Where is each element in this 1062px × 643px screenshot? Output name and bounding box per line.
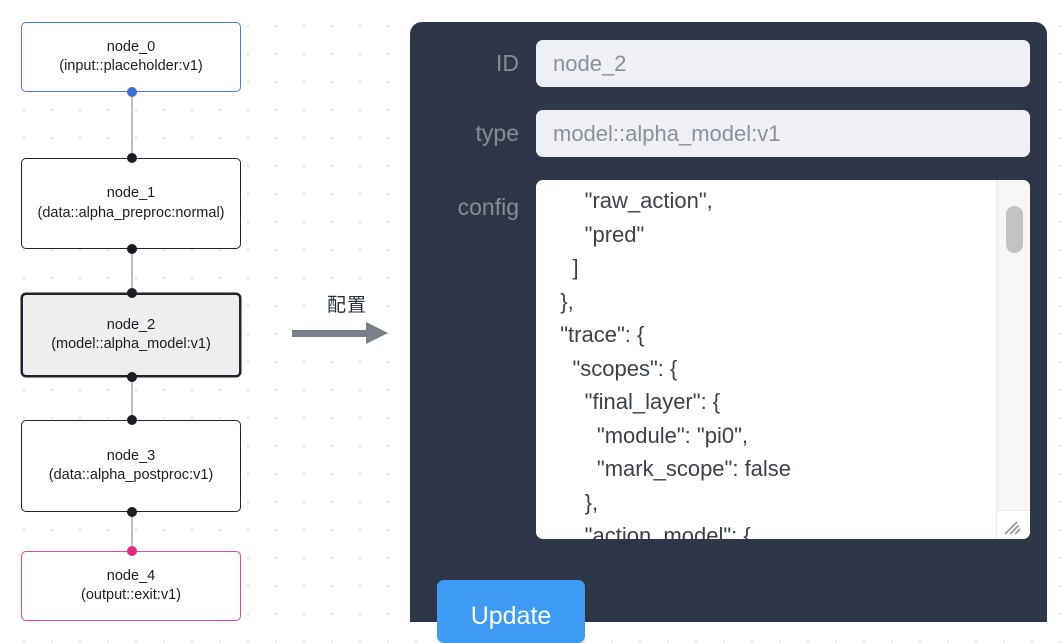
handle-node_0-source[interactable] <box>127 87 137 97</box>
transition-annotation: 配置 <box>292 296 400 358</box>
type-field-label: type <box>475 120 519 146</box>
update-button[interactable]: Update <box>437 580 585 643</box>
field-row-config: config "raw_action", "pred" ] }, "trace"… <box>427 180 1030 539</box>
id-field-label: ID <box>496 50 519 76</box>
handle-node_2-source[interactable] <box>127 372 137 382</box>
handle-node_1-source[interactable] <box>127 244 137 254</box>
graph-node-node_2[interactable]: node_2 (model::alpha_model:v1) <box>21 293 241 377</box>
handle-node_3-source[interactable] <box>127 507 137 517</box>
graph-node-node_4[interactable]: node_4 (output::exit:v1) <box>21 551 241 621</box>
resize-handle-icon[interactable] <box>996 510 1030 539</box>
node-title: node_0 <box>106 38 156 55</box>
config-textarea[interactable]: "raw_action", "pred" ] }, "trace": { "sc… <box>560 188 792 539</box>
node-subtitle: (model::alpha_model:v1) <box>51 336 211 352</box>
handle-node_2-target[interactable] <box>127 288 137 298</box>
node-subtitle: (data::alpha_postproc:v1) <box>48 467 214 483</box>
edge-node3-node4 <box>131 512 133 550</box>
node-title: node_3 <box>106 447 156 464</box>
edge-node0-node1 <box>131 92 133 158</box>
config-field-label: config <box>457 194 519 220</box>
edge-node2-node3 <box>131 377 133 420</box>
config-textarea-wrapper[interactable]: "raw_action", "pred" ] }, "trace": { "sc… <box>536 180 1030 539</box>
transition-label: 配置 <box>326 295 367 316</box>
config-scrollbar[interactable] <box>996 180 1030 510</box>
node-title: node_4 <box>106 567 156 584</box>
node-title: node_2 <box>106 316 156 333</box>
id-field-input[interactable] <box>536 40 1030 87</box>
node-subtitle: (data::alpha_preproc:normal) <box>37 204 225 221</box>
field-row-id: ID <box>427 40 1030 87</box>
node-subtitle: (output::exit:v1) <box>81 587 181 603</box>
node-subtitle: (input::placeholder:v1) <box>59 58 203 74</box>
arrow-right-icon <box>292 321 400 345</box>
node-inspector-panel: ID type config "raw_action", "pred" ] },… <box>410 22 1047 643</box>
config-scrollbar-thumb[interactable] <box>1006 206 1023 253</box>
graph-node-node_1[interactable]: node_1 (data::alpha_preproc:normal) <box>21 158 241 249</box>
handle-node_4-target[interactable] <box>127 546 137 556</box>
node-graph[interactable]: node_0 (input::placeholder:v1) node_1 (d… <box>0 0 400 643</box>
edge-node1-node2 <box>131 249 133 293</box>
handle-node_3-target[interactable] <box>127 415 137 425</box>
field-row-type: type <box>427 110 1030 157</box>
graph-node-node_0[interactable]: node_0 (input::placeholder:v1) <box>21 22 241 92</box>
graph-node-node_3[interactable]: node_3 (data::alpha_postproc:v1) <box>21 420 241 512</box>
handle-node_1-target[interactable] <box>127 153 137 163</box>
node-title: node_1 <box>106 185 156 202</box>
type-field-input[interactable] <box>536 110 1030 157</box>
